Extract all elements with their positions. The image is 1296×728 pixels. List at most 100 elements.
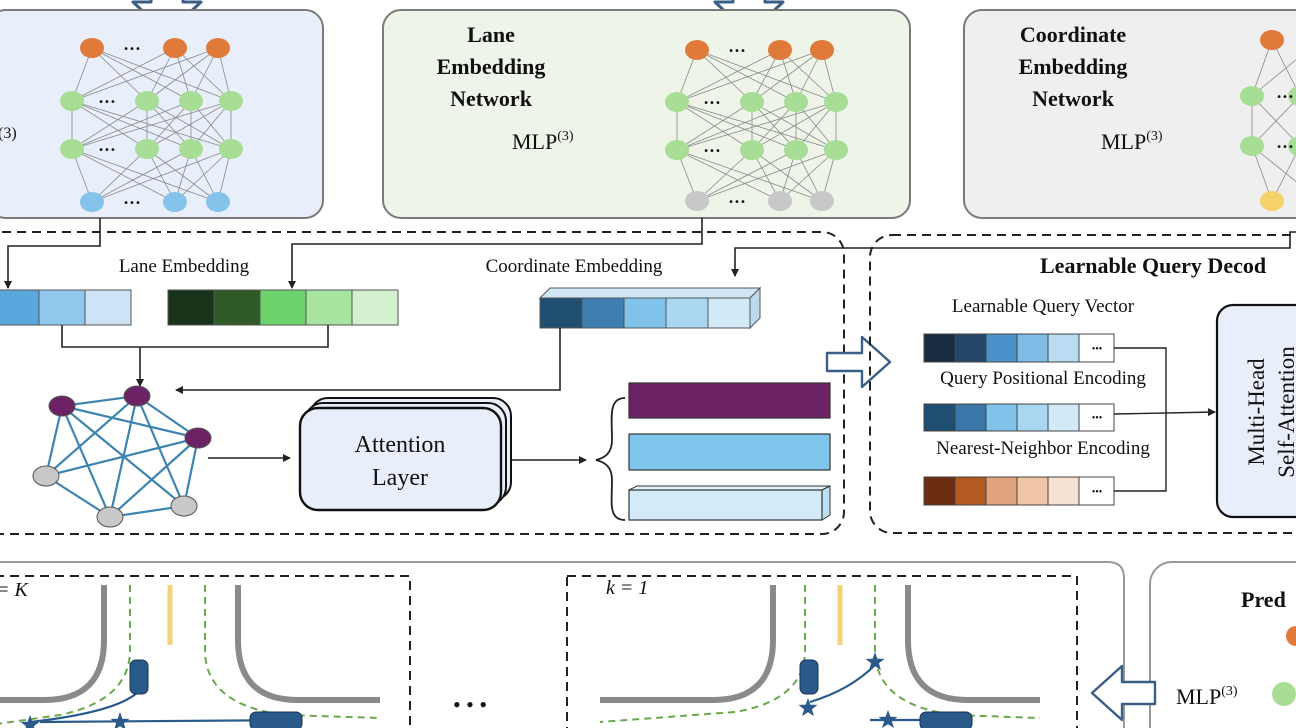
network-node <box>784 140 808 160</box>
prediction-panel <box>1149 561 1296 728</box>
network-node <box>824 92 848 112</box>
network-ellipsis: ••• <box>1276 142 1294 153</box>
network-edge <box>71 100 148 150</box>
network-edge <box>696 49 797 103</box>
query-positional-encoding-vector: ••• <box>923 403 1115 432</box>
network-edge <box>71 100 192 150</box>
positional-encoding-dots: ••• <box>1092 413 1103 424</box>
left-panel-connector <box>4 218 101 289</box>
graph-node <box>123 385 151 407</box>
network-edge <box>174 148 232 203</box>
network-edge <box>146 148 219 203</box>
coordinate-network-title-2: Embedding <box>1019 54 1128 79</box>
network-node <box>179 91 203 111</box>
network-ellipsis: ••• <box>703 146 721 157</box>
network-edge <box>696 149 753 202</box>
network-edge <box>676 101 837 151</box>
graph-edge <box>135 395 186 507</box>
network-edge <box>146 100 192 150</box>
network-ellipsis: ••• <box>1276 92 1294 103</box>
mhsa-label-2: Self-Attention <box>1274 346 1296 478</box>
network-edge <box>751 101 797 151</box>
prediction-green-node <box>1272 682 1296 706</box>
graph-edge <box>45 475 111 518</box>
query-vector-connector <box>1114 347 1167 492</box>
attention-label-2: Layer <box>372 465 428 491</box>
lane-panel-connector <box>288 218 703 289</box>
coordinate-to-graph-arrow <box>175 328 561 394</box>
embedding-merge-bracket <box>61 325 329 348</box>
lane-graph <box>32 385 212 528</box>
network-edge <box>696 49 753 103</box>
network-edge <box>91 47 232 102</box>
network-node <box>1240 136 1264 156</box>
scene-right-content <box>599 585 1041 728</box>
network-edge <box>91 47 192 102</box>
network-edge <box>779 49 837 103</box>
coordinate-mlp-network: ••• ••• <box>1240 30 1296 211</box>
query-positional-encoding-label: Query Positional Encoding <box>940 368 1146 389</box>
network-node <box>1260 30 1284 50</box>
network-ellipsis: ••• <box>728 197 746 208</box>
network-edge <box>696 149 797 202</box>
network-node <box>179 139 203 159</box>
graph-edge <box>61 404 199 440</box>
network-node <box>206 192 230 212</box>
encodings-to-attention-arrow <box>1113 408 1216 417</box>
network-node <box>206 38 230 58</box>
network-node <box>135 91 159 111</box>
scene-right-k-label: k = 1 <box>606 577 648 599</box>
network-node <box>163 38 187 58</box>
learnable-query-vector: ••• <box>923 333 1115 363</box>
lane-embedding-label: Lane Embedding <box>119 256 250 277</box>
learnable-query-vector-label: Learnable Query Vector <box>952 296 1135 317</box>
network-node <box>685 40 709 60</box>
graph-node <box>184 427 212 449</box>
network-node <box>163 192 187 212</box>
scene-k-equals-1 <box>566 575 1078 728</box>
bottom-rounded-panel <box>0 561 1125 728</box>
graph-edge <box>45 395 138 477</box>
output-bar-purple <box>628 382 831 419</box>
left-mlp-superscript: (3) <box>0 125 17 142</box>
graph-edge <box>44 405 64 477</box>
lane-mlp-label: MLP(3) <box>512 129 574 154</box>
network-node <box>768 191 792 211</box>
network-edge <box>676 149 823 202</box>
network-edge <box>696 49 837 103</box>
network-edge <box>71 47 219 102</box>
network-node <box>768 40 792 60</box>
graph-node <box>170 495 198 517</box>
network-edge <box>91 148 148 203</box>
network-edge <box>71 148 219 203</box>
network-node <box>1288 86 1296 106</box>
blue-embedding-vector <box>0 289 132 326</box>
mhsa-label-1: Multi-Head <box>1244 358 1269 466</box>
network-edge <box>676 49 823 103</box>
scene-left-k-label: = K <box>0 579 29 601</box>
graph-edge <box>182 437 200 507</box>
coordinate-network-title-1: Coordinate <box>1020 22 1127 47</box>
network-ellipsis: ••• <box>98 145 116 156</box>
attention-layer-box: Attention Layer <box>298 397 512 512</box>
left-embedding-panel <box>0 9 324 219</box>
lane-mlp-network: •••••••••••• <box>665 40 848 211</box>
nearest-neighbor-encoding-label: Nearest-Neighbor Encoding <box>936 438 1150 459</box>
coordinate-embedding-label: Coordinate Embedding <box>486 256 663 277</box>
network-edge <box>676 149 781 202</box>
graph-edge <box>136 395 199 439</box>
coordinate-embedding-panel <box>963 9 1296 219</box>
graph-node <box>48 395 76 417</box>
green-lane-embedding-vector <box>167 289 399 326</box>
network-node <box>784 92 808 112</box>
network-node <box>219 139 243 159</box>
nearest-neighbor-dots: ••• <box>1092 487 1103 498</box>
output-curly-brace <box>595 397 626 521</box>
network-edge <box>676 101 797 151</box>
network-node <box>80 192 104 212</box>
network-edge <box>71 47 176 102</box>
prediction-to-scene-arrow <box>1090 664 1157 722</box>
encoder-region <box>0 231 845 535</box>
network-node <box>665 92 689 112</box>
left-mlp-network: •••••••••••• <box>60 38 243 212</box>
